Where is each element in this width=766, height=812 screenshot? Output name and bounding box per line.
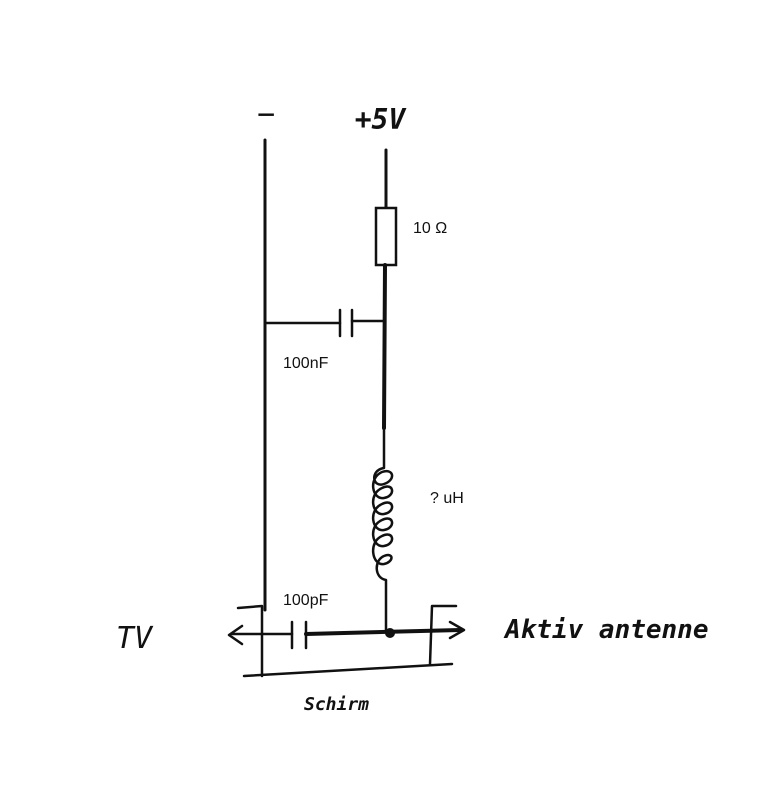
shield-label: Schirm bbox=[304, 694, 369, 715]
resistor bbox=[374, 206, 398, 267]
resistor-value-label: 10 Ω bbox=[413, 220, 447, 237]
signal-line bbox=[230, 620, 462, 650]
inductor-value-label: ? uH bbox=[430, 490, 464, 507]
antenna-connector bbox=[428, 604, 458, 666]
junction-dot bbox=[385, 628, 395, 638]
plus5v-label: +5V bbox=[355, 103, 408, 136]
decoupling-capacitor bbox=[263, 308, 386, 338]
antenna-arrow bbox=[448, 620, 466, 640]
minus-label: − bbox=[257, 97, 275, 132]
tv-arrow bbox=[227, 624, 244, 646]
resistor-to-inductor-wire bbox=[382, 263, 387, 430]
cap-coupling-label: 100pF bbox=[283, 592, 329, 609]
cap-decoupling-label: 100nF bbox=[283, 355, 329, 372]
antenna-label: Aktiv antenne bbox=[503, 615, 709, 645]
tv-connector bbox=[236, 604, 264, 678]
inductor bbox=[372, 426, 394, 634]
shield-line bbox=[242, 662, 454, 678]
tv-label: TV bbox=[116, 621, 154, 656]
